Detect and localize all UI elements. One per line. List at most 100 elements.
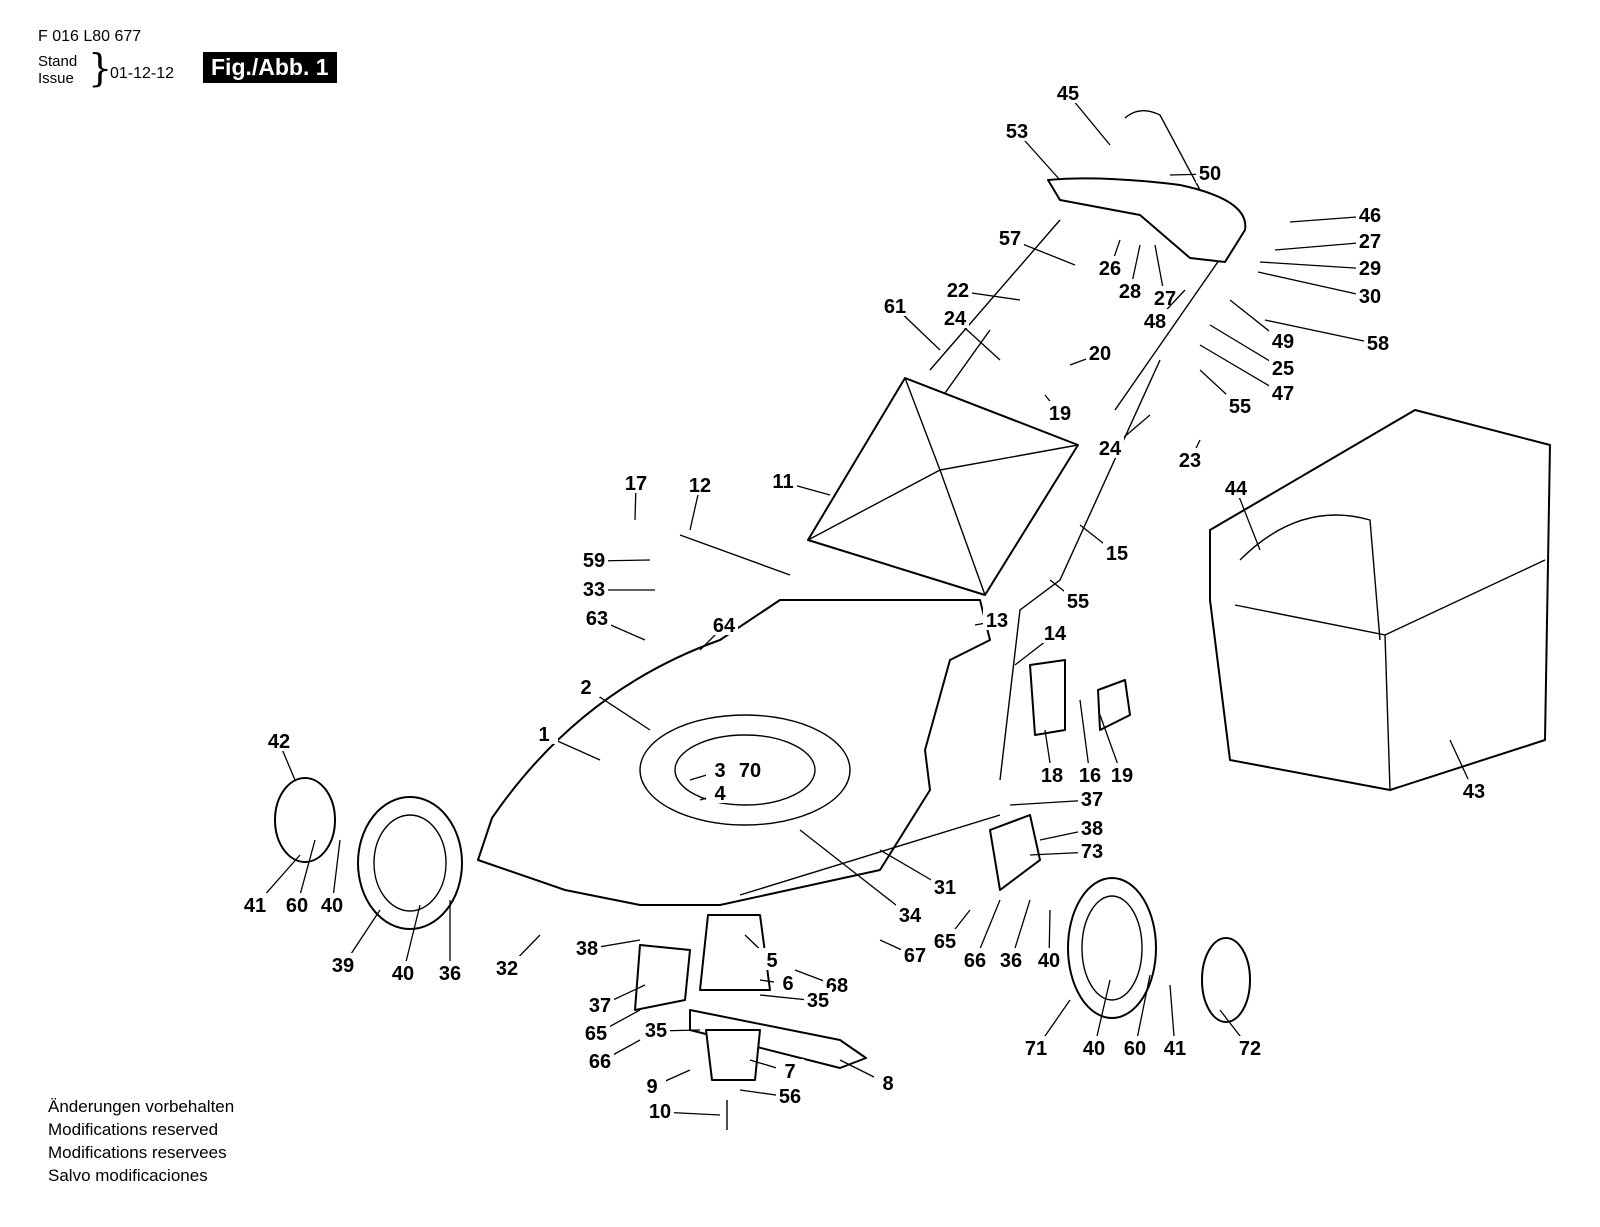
callout-background (1003, 119, 1031, 141)
callout-background (997, 948, 1025, 970)
callout-leader (1235, 488, 1261, 551)
part-callout: 36 (1000, 950, 1022, 972)
callout-background (874, 1071, 902, 1093)
rear-flap-cover (807, 377, 1079, 596)
part-callout: 17 (625, 473, 647, 495)
callout-background (642, 1018, 670, 1040)
grass-collector (1209, 409, 1551, 791)
part-callout: 72 (1239, 1038, 1261, 1060)
rear-wheel-carrier (989, 814, 1041, 891)
part-callout: 1 (538, 724, 549, 746)
brace-glyph: } (88, 46, 113, 90)
callout-background (1222, 476, 1250, 498)
callout-background (1116, 279, 1144, 301)
switch-box (1047, 177, 1247, 263)
callout-background (996, 226, 1024, 248)
part-callout: 61 (884, 296, 906, 318)
callout-background (530, 722, 558, 744)
callout-background (1356, 284, 1384, 306)
callout-background (1086, 341, 1114, 363)
part-callout: 42 (268, 731, 290, 753)
part-callout: 10 (649, 1101, 671, 1123)
callout-background (1364, 331, 1392, 353)
callout-background (1046, 401, 1074, 423)
part-callout: 7 (784, 1061, 795, 1083)
callout-background (776, 1084, 804, 1106)
part-callout: 73 (1081, 841, 1103, 863)
callout-background (931, 875, 959, 897)
callout-background (1141, 309, 1169, 331)
figure-label: Fig./Abb. 1 (203, 52, 337, 83)
part-callout: 40 (1083, 1038, 1105, 1060)
callout-background (961, 948, 989, 970)
callout-background (586, 993, 614, 1015)
part-callout: 27 (1359, 231, 1381, 253)
callout-background (804, 988, 832, 1010)
part-callout: 14 (1044, 623, 1067, 645)
collector-handle (1239, 514, 1381, 641)
callout-leader (1264, 319, 1379, 345)
part-callout: 2 (580, 677, 591, 699)
callout-background (774, 971, 802, 993)
callout-background (1096, 436, 1124, 458)
document-number: F 016 L80 677 (38, 28, 142, 45)
part-callout: 40 (1038, 950, 1060, 972)
part-callout: 60 (1124, 1038, 1146, 1060)
callout-background (580, 548, 608, 570)
front-wheel-carrier (634, 944, 691, 1011)
axle-bar (739, 814, 1001, 896)
part-callout: 46 (1359, 205, 1381, 227)
part-callout: 4 (714, 783, 726, 805)
stand-issue-labels: Stand Issue (38, 53, 77, 87)
callout-background (1176, 448, 1204, 470)
footer-note: Modifications reserved (48, 1120, 219, 1139)
callout-background (1078, 787, 1106, 809)
callout-background (1151, 286, 1179, 308)
callout-background (941, 306, 969, 328)
callout-background (1196, 161, 1224, 183)
callout-background (241, 893, 269, 915)
part-callout: 11 (772, 471, 793, 493)
callout-background (758, 948, 786, 970)
callout-background (586, 1049, 614, 1071)
motor-assembly (699, 914, 771, 991)
part-callout: 12 (689, 475, 711, 497)
part-callout: 27 (1154, 288, 1176, 310)
footer-note: Modifications reservees (48, 1143, 227, 1162)
callout-background (881, 294, 909, 316)
callout-background (931, 929, 959, 951)
part-callout: 19 (1049, 403, 1071, 425)
footer-notes: Änderungen vorbehalten Modifications res… (48, 1095, 234, 1187)
issue-date: 01-12-12 (110, 65, 175, 82)
callout-background (1096, 256, 1124, 278)
part-callout: 31 (934, 877, 956, 899)
callout-background (1269, 381, 1297, 403)
callout-background (896, 903, 924, 925)
part-callout: 25 (1272, 358, 1294, 380)
part-callout: 20 (1089, 343, 1111, 365)
lower-handle-left (939, 329, 991, 401)
callout-background (776, 1059, 804, 1081)
part-callout: 60 (286, 895, 308, 917)
callout-background (901, 943, 929, 965)
part-callout: 41 (1164, 1038, 1186, 1060)
part-callout: 70 (739, 760, 761, 782)
part-callout: 50 (1199, 163, 1221, 185)
callout-background (1226, 394, 1254, 416)
callout-background (1054, 81, 1082, 103)
blade-hub (705, 1029, 761, 1081)
lower-handle-right (999, 359, 1161, 781)
part-callout: 55 (1229, 396, 1251, 418)
callout-background (1161, 1036, 1189, 1058)
callout-background (706, 781, 734, 803)
part-callout: 35 (807, 990, 829, 1012)
callout-background (638, 1074, 666, 1096)
left-wheel (274, 777, 463, 930)
callout-background (493, 956, 521, 978)
right-wheel (1067, 877, 1251, 1023)
callout-background (329, 953, 357, 975)
part-callout: 13 (986, 610, 1008, 632)
callout-background (1269, 356, 1297, 378)
